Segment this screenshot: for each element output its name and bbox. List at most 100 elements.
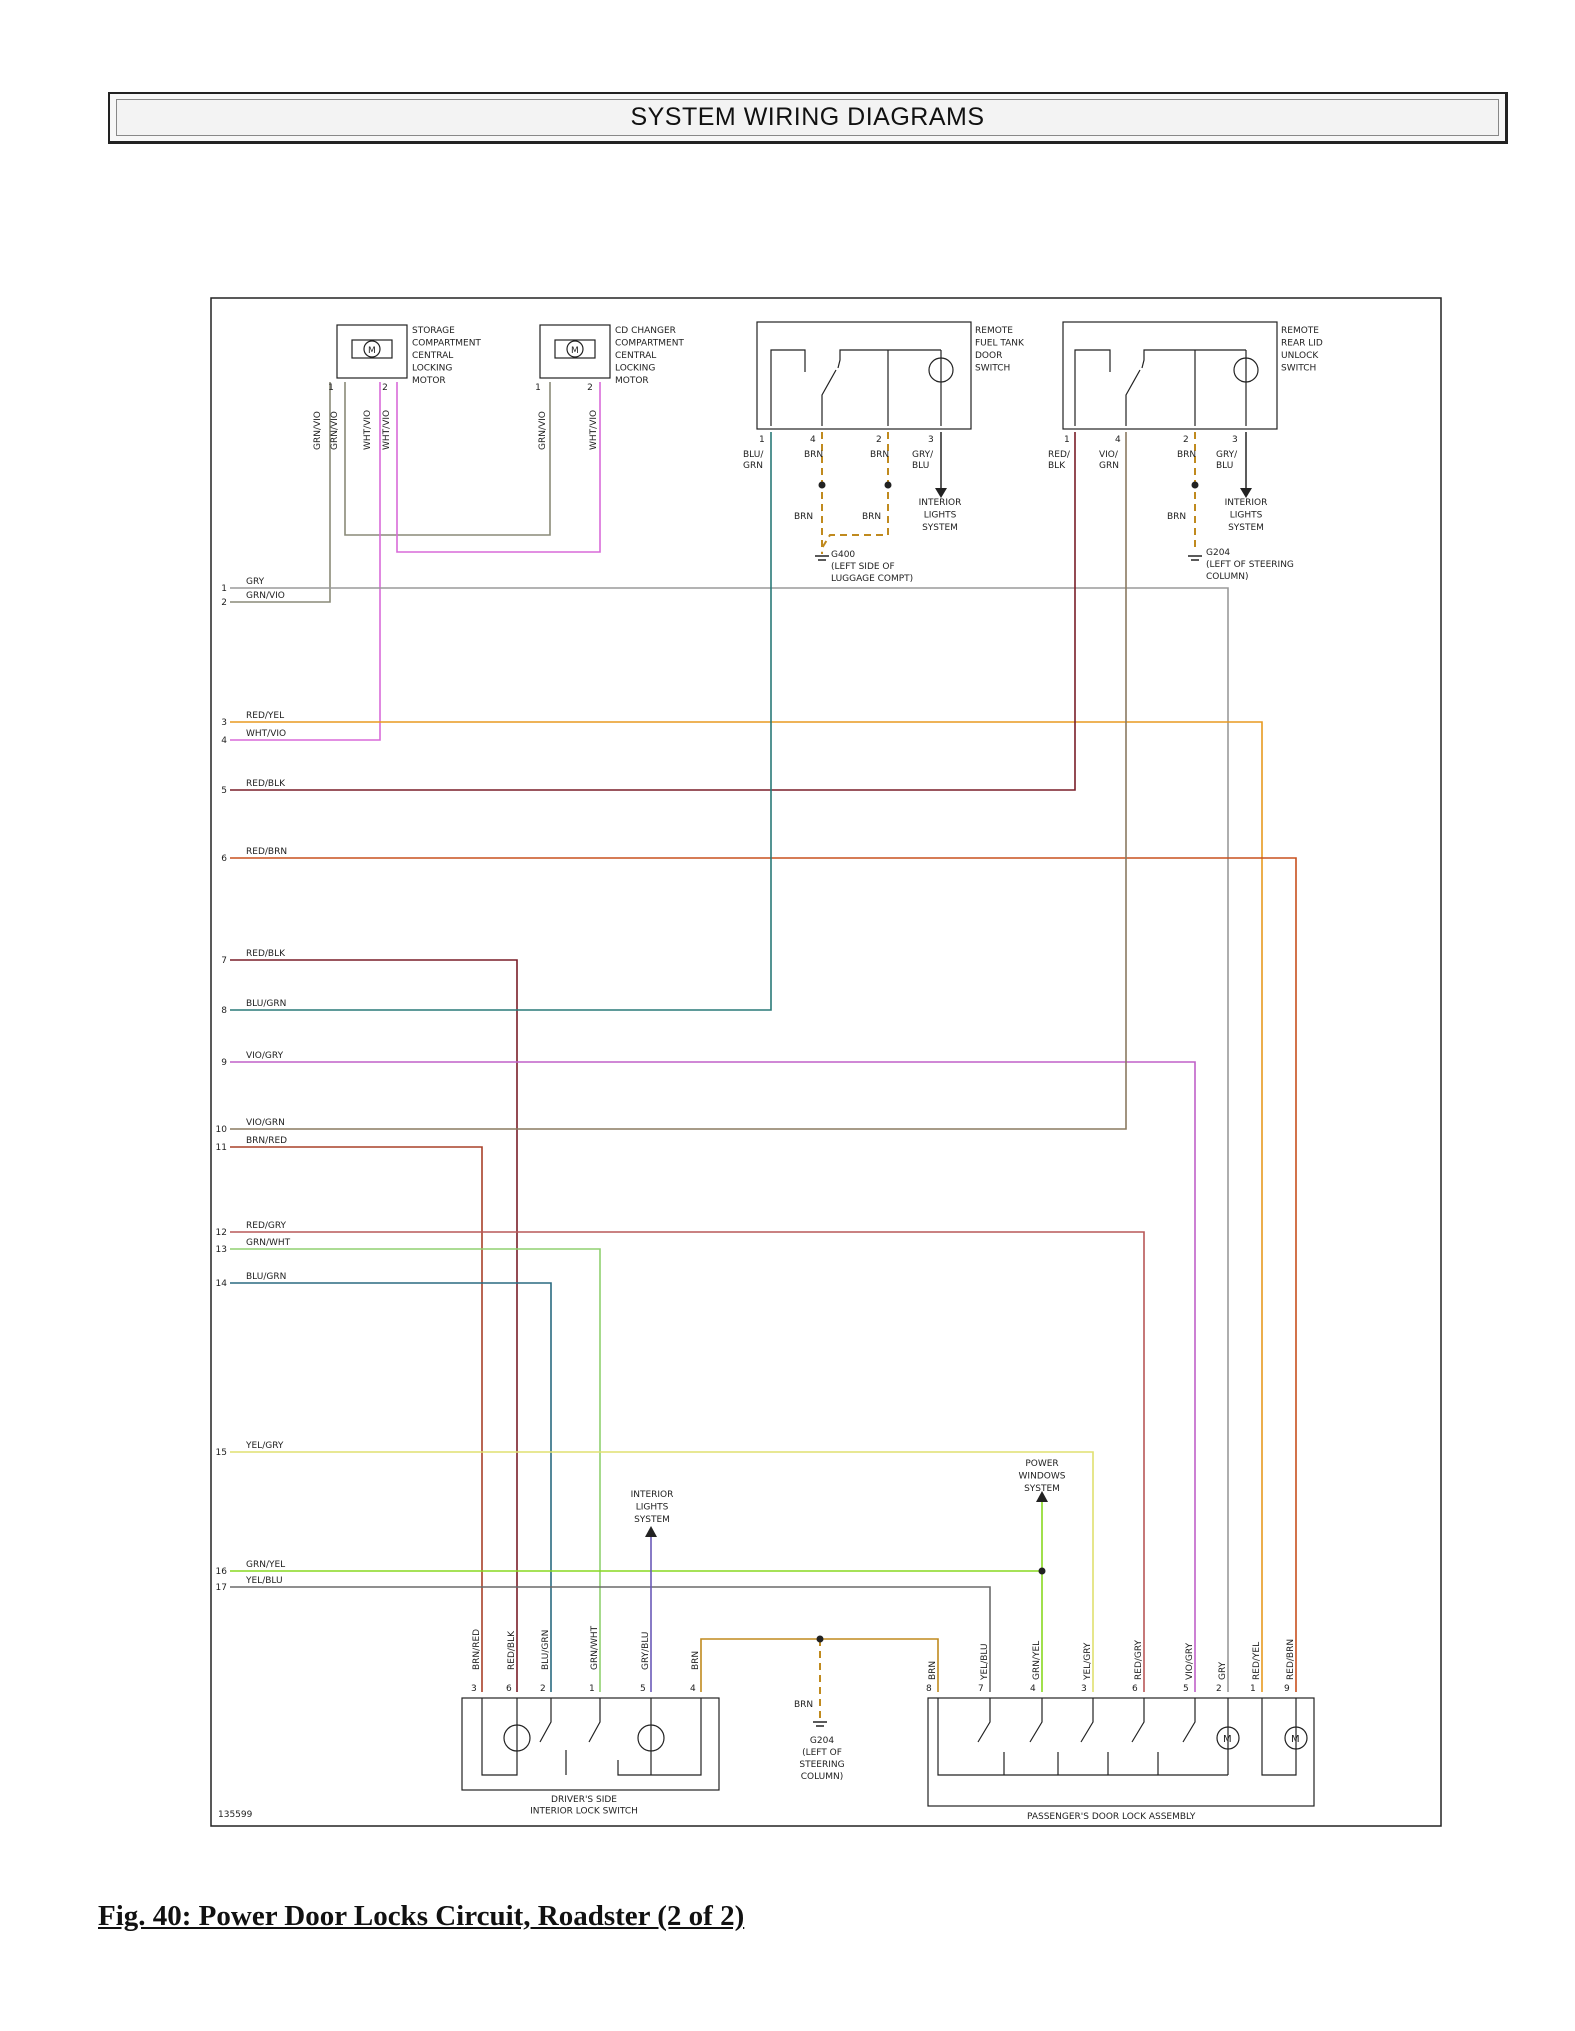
brn-label-g400-a: BRN xyxy=(794,512,813,522)
brn-label-bottom: BRN xyxy=(794,1700,813,1710)
junction-dots xyxy=(816,481,1199,1643)
driver-lock-switch xyxy=(461,1697,720,1791)
left-pin-9: 9 xyxy=(221,1058,227,1068)
passenger-wire-label-5: VIO/GRY xyxy=(1185,1642,1195,1680)
system-arrows xyxy=(645,488,1252,1537)
passenger-pin-4: 4 xyxy=(1030,1684,1036,1694)
rear-wire-label-1-2: BLK xyxy=(1048,461,1066,471)
wire-blugrn-pin14 xyxy=(230,1282,552,1692)
left-pin-6: 6 xyxy=(221,854,227,864)
left-pin-8: 8 xyxy=(221,1006,227,1016)
g204-bottom-line-2: (LEFT OF xyxy=(802,1748,842,1758)
left-pin-17: 17 xyxy=(216,1583,227,1593)
wire-viogrn-pin10 xyxy=(230,432,1127,1130)
left-wire-label-15: YEL/GRY xyxy=(245,1441,284,1451)
left-wire-label-5: RED/BLK xyxy=(246,779,286,789)
left-wire-label-7: RED/BLK xyxy=(246,949,286,959)
passenger-assembly-box xyxy=(927,1697,1315,1807)
wire-redblk-pin7 xyxy=(230,959,518,1692)
rear-wire-label-1-1: RED/ xyxy=(1048,450,1071,460)
header-inner: SYSTEM WIRING DIAGRAMS xyxy=(116,99,1499,136)
fuel-switch-box xyxy=(756,321,972,430)
left-pin-5: 5 xyxy=(221,786,227,796)
left-wire-label-10: VIO/GRN xyxy=(246,1118,285,1128)
g400-line-1: G400 xyxy=(831,550,855,560)
passenger-pin-3: 3 xyxy=(1081,1684,1087,1694)
wire-redgry-pin12 xyxy=(230,1231,1145,1692)
left-pin-12: 12 xyxy=(216,1228,227,1238)
ref-windows-line-3: SYSTEM xyxy=(1024,1484,1060,1494)
cd-wire-label-2: WHT/VIO xyxy=(589,410,599,450)
cd-motor: M xyxy=(539,324,611,379)
arrow-driver-interior xyxy=(645,1526,657,1537)
ref-windows-line-2: WINDOWS xyxy=(1019,1472,1066,1482)
cd-motor-m: M xyxy=(571,346,579,356)
driver-wire-label-2: BLU/GRN xyxy=(541,1630,551,1670)
rear-wire-label-3-2: BLU xyxy=(1216,461,1233,471)
driver-switch-circuit xyxy=(481,1698,702,1776)
g204-bottom-line-1: G204 xyxy=(810,1736,834,1746)
left-wire-label-4: WHT/VIO xyxy=(246,729,286,739)
left-wire-label-9: VIO/GRY xyxy=(246,1051,284,1061)
passenger-pin-8: 8 xyxy=(926,1684,932,1694)
rear-pin-4: 4 xyxy=(1115,435,1121,445)
left-pin-13: 13 xyxy=(216,1245,227,1255)
dot-rear-pin2 xyxy=(1191,481,1199,489)
driver-wire-label-3: BRN/RED xyxy=(472,1629,482,1670)
fuel-switch-label-line-4: SWITCH xyxy=(975,364,1010,374)
g400-line-2: (LEFT SIDE OF xyxy=(831,562,895,572)
left-pin-14: 14 xyxy=(216,1279,228,1289)
header-bar: SYSTEM WIRING DIAGRAMS xyxy=(108,92,1508,144)
cd-motor-box xyxy=(539,324,611,379)
arrow-fuel-interior xyxy=(935,488,947,498)
wire-grnwht-pin13 xyxy=(230,1248,601,1692)
wires xyxy=(230,382,1297,1692)
storage-motor-label-line-2: COMPARTMENT xyxy=(412,339,481,349)
rear-switch-label-line-1: REMOTE xyxy=(1281,326,1319,336)
wire-redyel-pin3 xyxy=(230,721,1263,1692)
left-connector: 1GRY2GRN/VIO3RED/YEL4WHT/VIO5RED/BLK6RED… xyxy=(216,577,291,1593)
passenger-wire-label-4: GRN/YEL xyxy=(1032,1641,1042,1680)
left-wire-label-3: RED/YEL xyxy=(246,711,284,721)
driver-wire-label-1: GRN/WHT xyxy=(590,1625,600,1670)
rear-switch-circuit xyxy=(1074,349,1247,426)
ground-g400-label: G400 (LEFT SIDE OF LUGGAGE COMPT) xyxy=(831,550,913,584)
rear-switch-label-line-3: UNLOCK xyxy=(1281,351,1319,361)
wire-grnyel-pin16 xyxy=(230,1570,1043,1692)
passenger-wire-label-8: BRN xyxy=(928,1661,938,1680)
left-wire-label-13: GRN/WHT xyxy=(246,1238,291,1248)
passenger-motor2 xyxy=(1284,1726,1308,1750)
driver-switch-led2 xyxy=(637,1724,665,1752)
passenger-pin-7: 7 xyxy=(978,1684,984,1694)
driver-pin-4: 4 xyxy=(690,1684,696,1694)
wire-redblk-pin5 xyxy=(230,432,1076,791)
left-pin-1: 1 xyxy=(221,584,227,594)
wire-redbrn-pin6 xyxy=(230,857,1297,1692)
wire-yelgry-pin15 xyxy=(230,1451,1094,1692)
passenger-pin-9: 9 xyxy=(1284,1684,1290,1694)
left-wire-label-6: RED/BRN xyxy=(246,847,287,857)
storage-motor-m: M xyxy=(368,346,376,356)
storage-motor-symbol xyxy=(363,340,381,358)
ref-fuel-interior-line-2: LIGHTS xyxy=(924,511,957,521)
g400-line-3: LUGGAGE COMPT) xyxy=(831,574,913,584)
fuel-wire-label-3-1: GRY/ xyxy=(912,450,934,460)
ref-rear-interior-line-1: INTERIOR xyxy=(1225,498,1268,508)
driver-pin-1: 1 xyxy=(589,1684,595,1694)
rear-wire-label-2-1: BRN xyxy=(1177,450,1196,460)
passenger-pin-1: 1 xyxy=(1250,1684,1256,1694)
ref-driver-interior-line-2: LIGHTS xyxy=(636,1503,669,1513)
cd-motor-label-line-2: COMPARTMENT xyxy=(615,339,684,349)
g204-top-line-3: COLUMN) xyxy=(1206,572,1249,582)
fuel-switch xyxy=(756,321,972,430)
left-pin-11: 11 xyxy=(216,1143,227,1153)
ref-driver-interior-line-3: SYSTEM xyxy=(634,1515,670,1525)
